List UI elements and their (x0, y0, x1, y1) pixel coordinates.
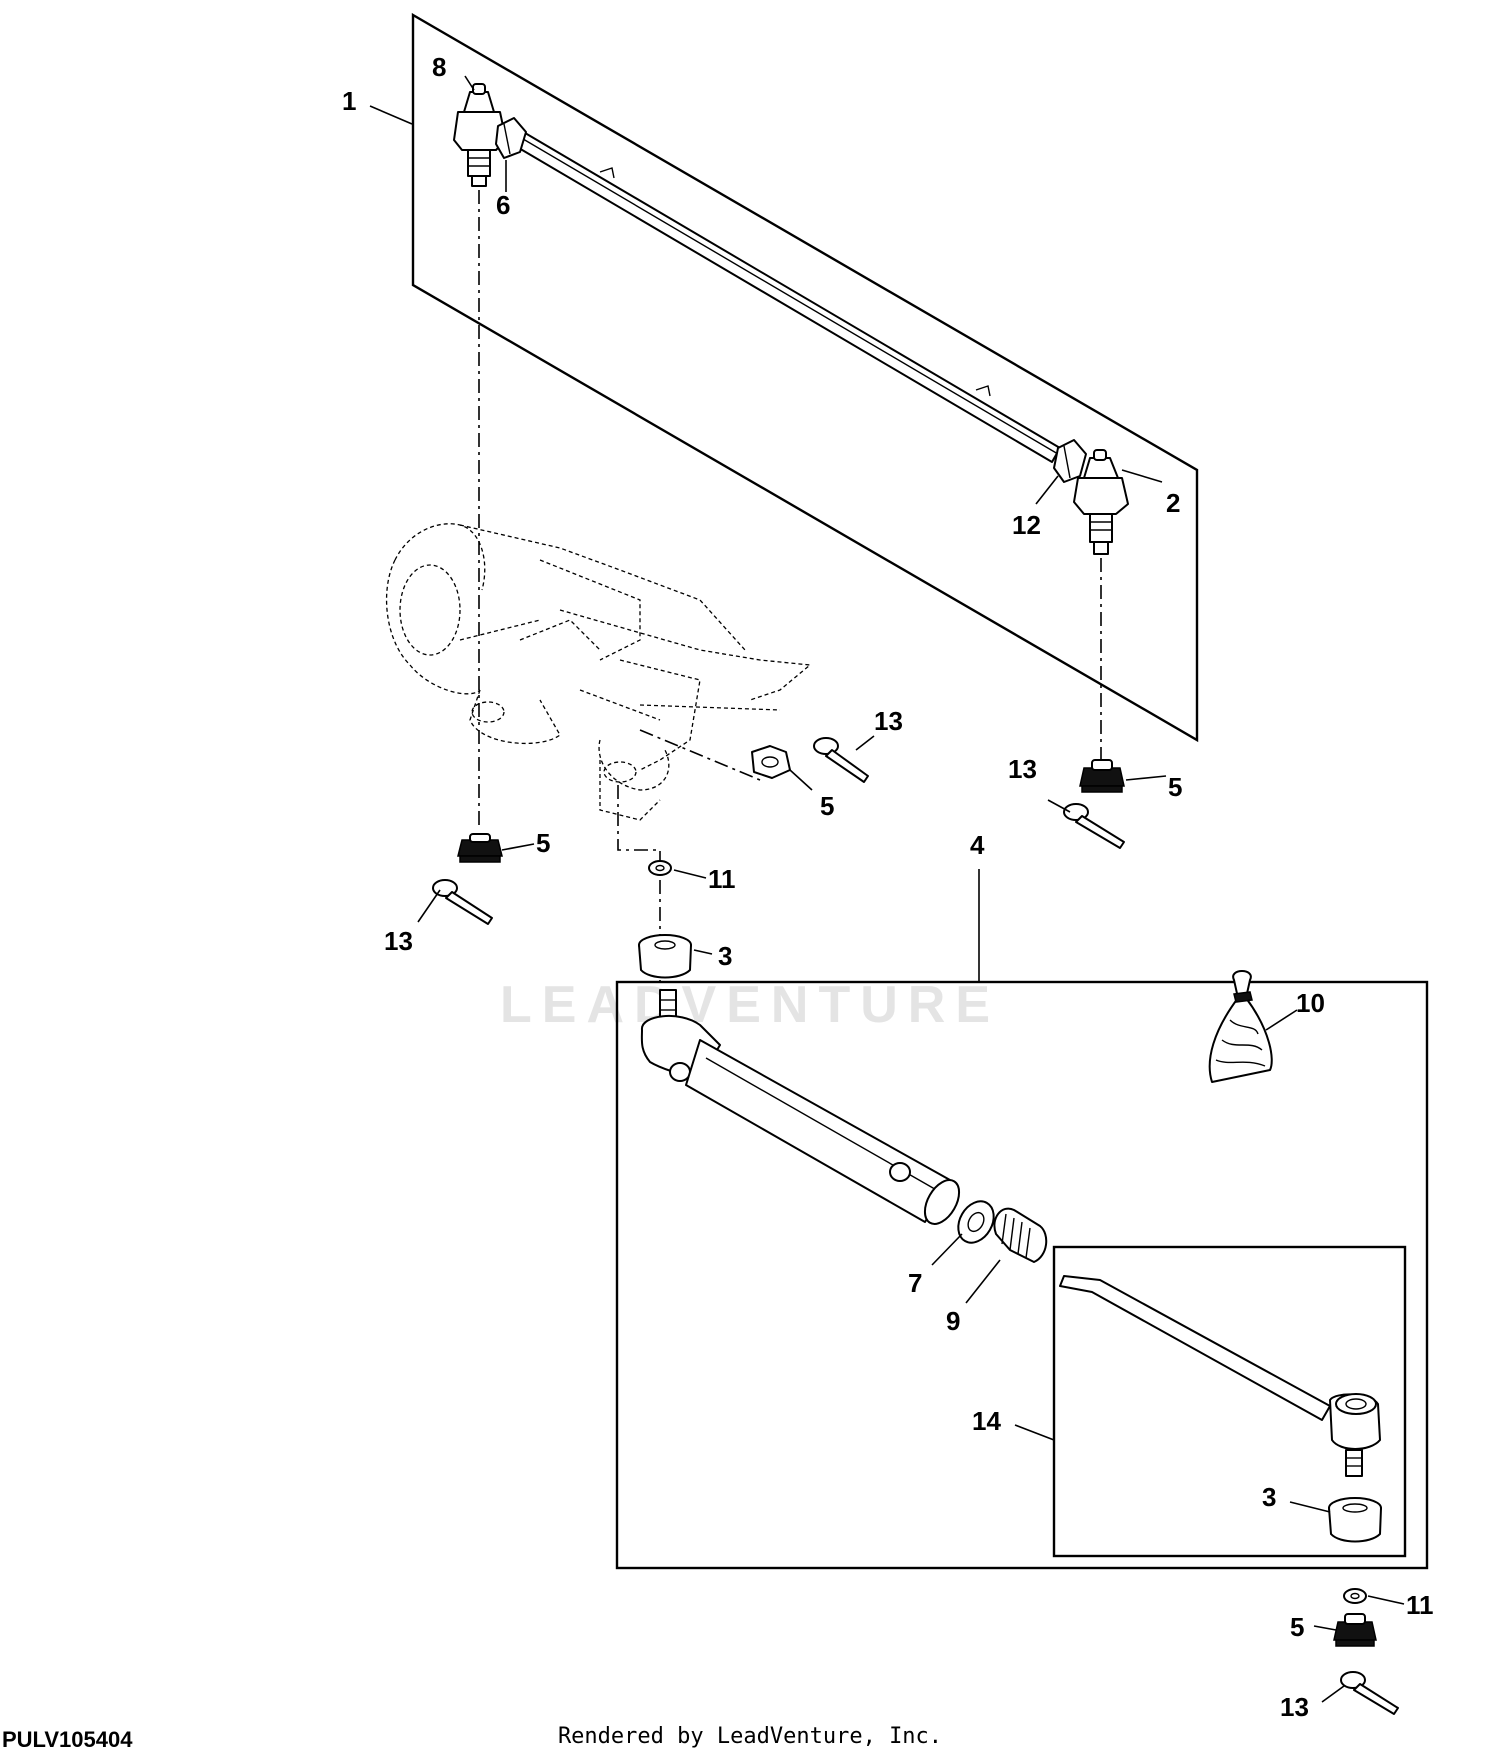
callout-5-mount: 5 (820, 791, 834, 821)
castle-nut-bottom (1333, 1613, 1377, 1647)
dust-boot-bottom (1328, 1497, 1382, 1543)
callout-5-left: 5 (536, 828, 550, 858)
cylinder-barrel (640, 989, 961, 1225)
dust-boot-top (638, 934, 692, 979)
callout-4: 4 (970, 830, 985, 860)
tie-rod-tube (511, 129, 1061, 463)
castle-nut-mount (751, 745, 791, 779)
seal-ring (957, 1200, 995, 1244)
jam-nut-left (495, 117, 527, 159)
callout-13-bottom: 13 (1280, 1692, 1309, 1722)
callout-8: 8 (432, 52, 446, 82)
callout-13-left: 13 (384, 926, 413, 956)
callout-13-right: 13 (1008, 754, 1037, 784)
callout-13-mount: 13 (874, 706, 903, 736)
washer-top (648, 860, 672, 876)
piston (993, 1207, 1048, 1263)
cotter-pin-right (1063, 803, 1125, 849)
piston-rod-kit-frame (1052, 1245, 1407, 1558)
callout-7: 7 (908, 1268, 922, 1298)
callout-9: 9 (946, 1306, 960, 1336)
callout-5-bottom: 5 (1290, 1612, 1304, 1642)
jam-nut-right (1053, 439, 1087, 483)
cotter-pin-bottom (1340, 1671, 1399, 1715)
tie-rod-end-left (453, 83, 507, 187)
castle-nut-left (457, 833, 503, 863)
axle-housing-phantom (385, 523, 812, 821)
tie-rod-assembly-panel (411, 12, 1199, 743)
callout-12: 12 (1012, 510, 1041, 540)
steering-cylinder-kit-frame (615, 980, 1429, 1570)
footer-credit: Rendered by LeadVenture, Inc. (557, 1724, 943, 1749)
watermark: LEADVENTURE (500, 976, 1001, 1034)
callout-14: 14 (972, 1406, 1001, 1436)
callout-1: 1 (342, 86, 356, 116)
washer-bottom (1343, 1588, 1367, 1604)
callout-5-right: 5 (1168, 772, 1182, 802)
callout-3-bottom: 3 (1262, 1482, 1276, 1512)
figure-id: PULV105404 (2, 1727, 133, 1752)
callout-11-bottom: 11 (1406, 1590, 1434, 1620)
tie-rod-end-right (1073, 449, 1129, 555)
grease-bag (1208, 970, 1273, 1083)
piston-rod (1059, 1275, 1381, 1477)
callout-2: 2 (1166, 488, 1180, 518)
cotter-pin-left (432, 879, 493, 925)
callout-3-top: 3 (718, 941, 732, 971)
leader-lines (369, 75, 1405, 1703)
centerline-mount-to-nut (639, 729, 761, 781)
castle-nut-right (1079, 759, 1125, 793)
cotter-pin-mount (813, 737, 869, 783)
callout-6: 6 (496, 190, 510, 220)
callout-11-top: 11 (708, 864, 736, 894)
callout-10: 10 (1296, 988, 1325, 1018)
